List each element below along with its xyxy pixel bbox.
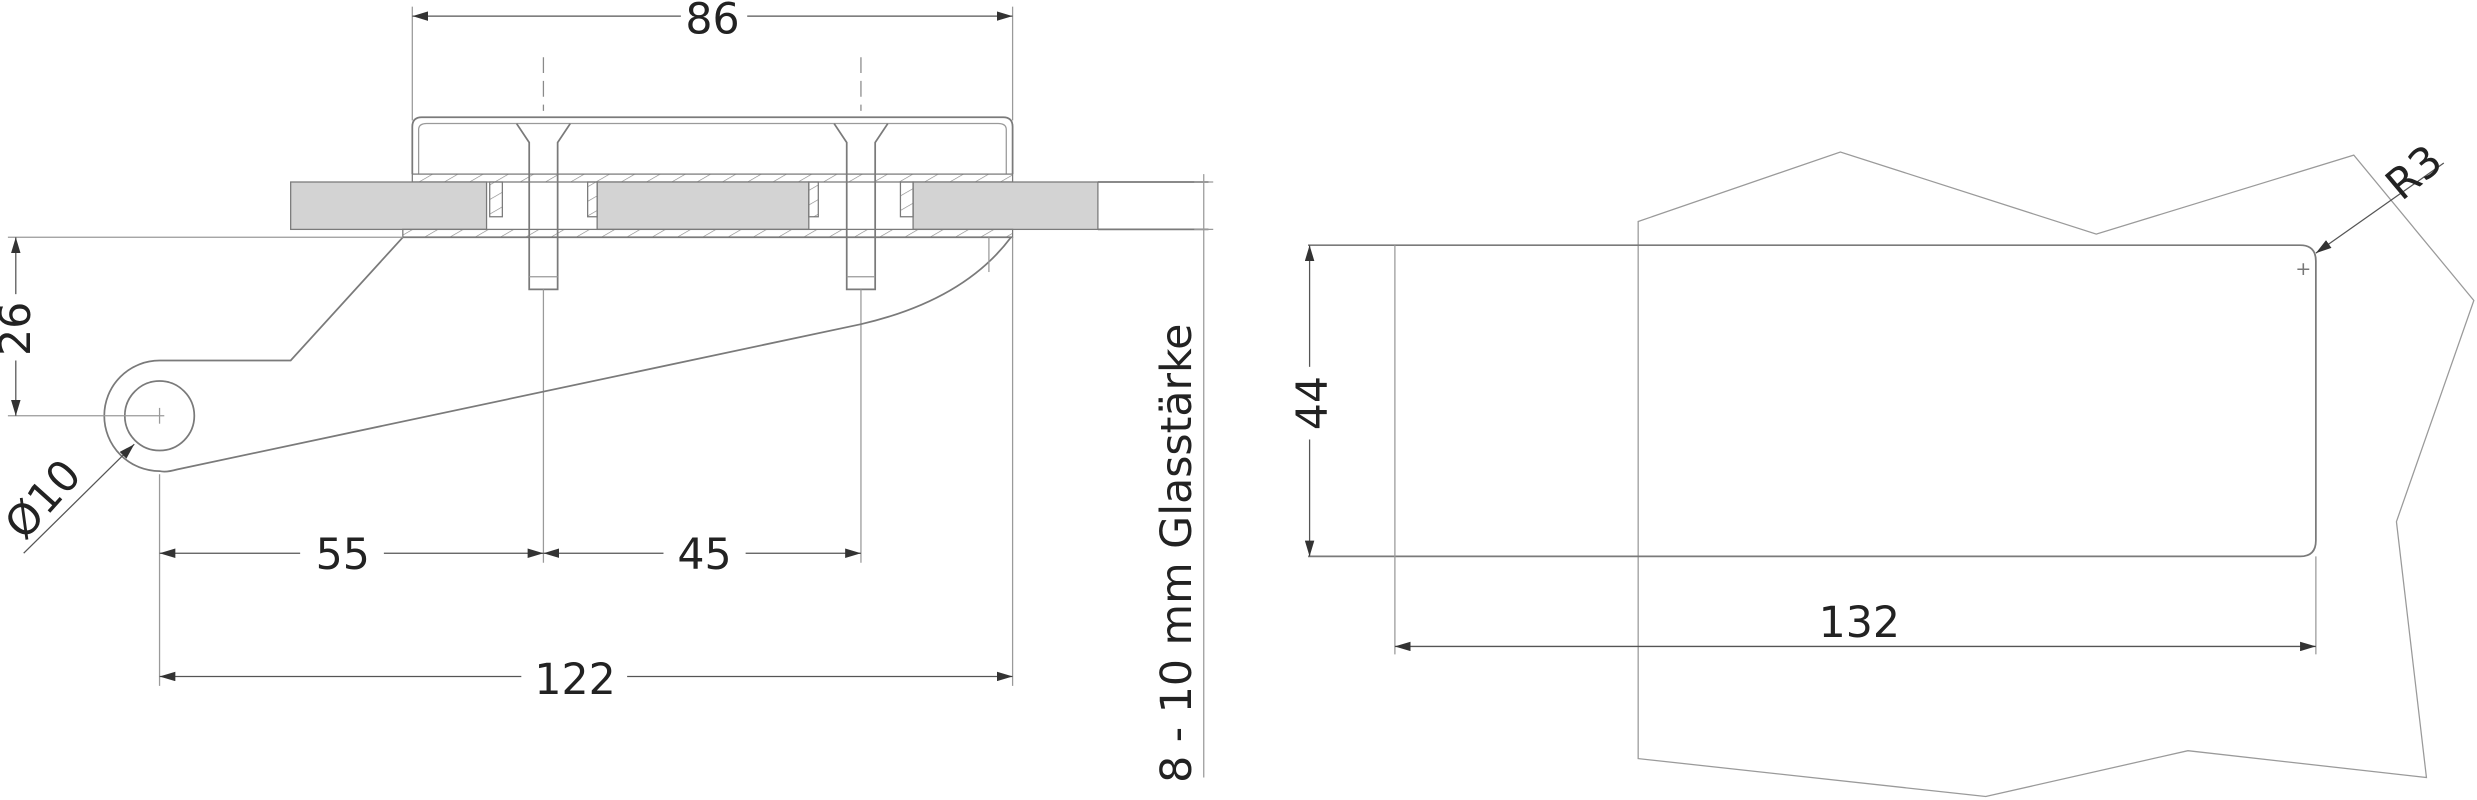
glass-panel <box>290 181 1209 231</box>
hinge-arm <box>103 236 1012 473</box>
dim-86-label: 86 <box>685 0 739 45</box>
upper-gasket <box>411 173 1014 183</box>
dimension-diameter-10: Ø10 <box>0 443 135 554</box>
lower-gasket <box>402 228 1014 238</box>
dimension-44: 44 <box>1288 245 1338 557</box>
dim-radius-label: R3 <box>2376 135 2452 210</box>
dimension-132: 132 <box>1394 598 2316 652</box>
bolt-2 <box>833 123 889 291</box>
cutout-outline <box>1308 244 2317 558</box>
side-view: 86 <box>0 0 1214 783</box>
dimension-86: 86 <box>411 0 1014 121</box>
glass-thickness-dimension: 8 - 10 mm Glasstärke <box>1152 174 1214 783</box>
dim-44-label: 44 <box>1288 376 1338 430</box>
dimension-122: 122 <box>159 655 1013 705</box>
dimension-26: 26 <box>0 237 41 416</box>
cover-plate <box>411 116 1014 175</box>
svg-text:+: + <box>2295 258 2311 280</box>
glass-thickness-label: 8 - 10 mm Glasstärke <box>1152 324 1202 783</box>
dim-55-label: 55 <box>316 530 370 580</box>
cutout-view: + 44 132 R3 <box>1288 135 2475 798</box>
dim-45-label: 45 <box>677 530 731 580</box>
dim-132-label: 132 <box>1819 598 1900 648</box>
glass-break-outline <box>1637 151 2475 798</box>
dim-122-label: 122 <box>534 655 615 705</box>
dimension-55: 55 <box>159 530 544 580</box>
dimension-radius-3: R3 <box>2315 135 2452 254</box>
dim-26-label: 26 <box>0 302 41 356</box>
bolt-1 <box>515 123 572 291</box>
dimension-45: 45 <box>543 530 861 580</box>
